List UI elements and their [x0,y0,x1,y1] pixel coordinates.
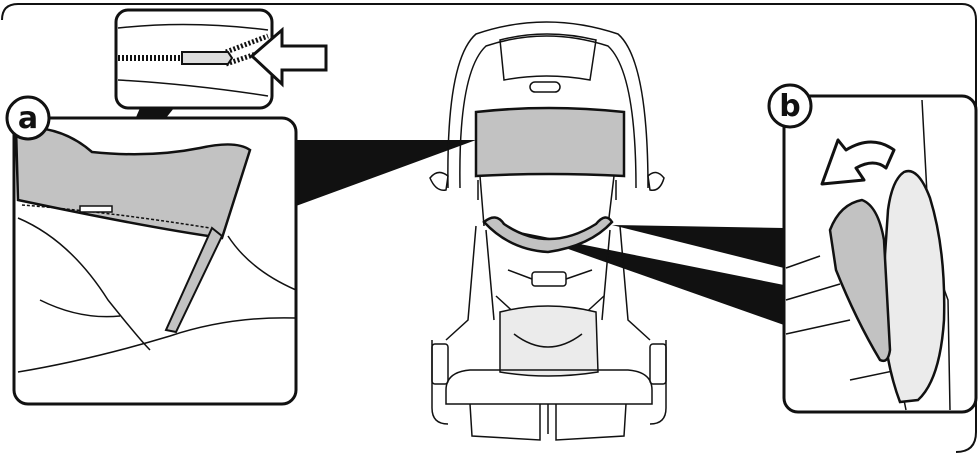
connector-a-to-stroller [296,140,476,206]
zip-slider [80,206,112,212]
canopy-pad [476,108,624,176]
label-b-badge: b [769,85,811,127]
seat-cushion [500,306,598,376]
stroller-top-view [430,22,666,440]
label-a-badge: a [7,97,49,139]
label-a: a [18,101,38,136]
panel-b [784,96,976,412]
label-b: b [779,89,800,124]
panel-a [14,118,296,404]
zipper-slider-icon [182,52,232,64]
panel-zipper-detail [116,10,326,108]
